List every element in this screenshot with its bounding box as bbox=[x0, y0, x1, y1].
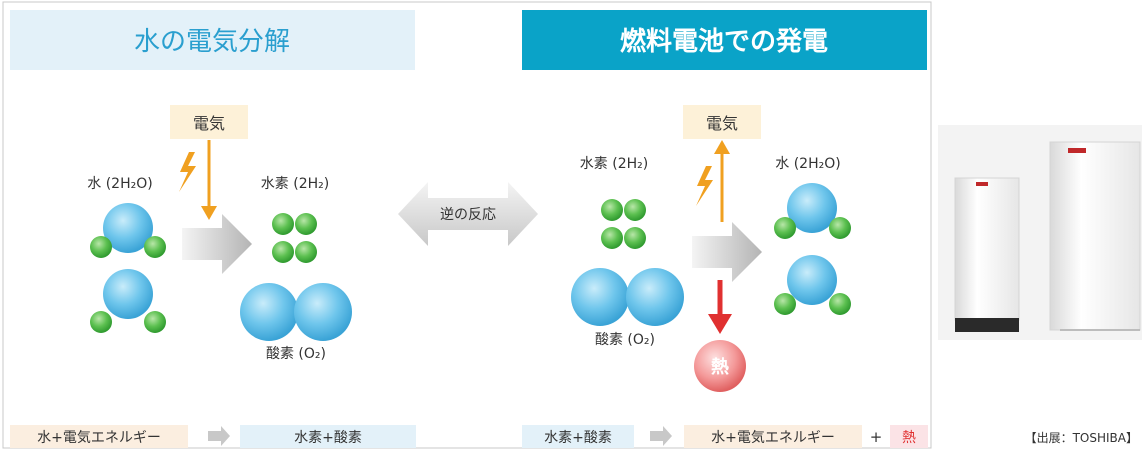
hydrogen-molecule bbox=[601, 199, 646, 221]
eq-left-input-box bbox=[10, 425, 188, 448]
reverse-reaction-arrow bbox=[398, 182, 538, 246]
electrolysis-title: 水の電気分解 bbox=[134, 27, 290, 57]
eq-arrow-icon bbox=[208, 426, 230, 446]
heat-circle bbox=[694, 340, 746, 392]
oxygen-molecule bbox=[240, 283, 352, 341]
eq-left-output: 水素+酸素 bbox=[294, 430, 362, 446]
oxygen-molecule bbox=[571, 268, 684, 326]
electrolysis-water-label: 水 (2H₂O) bbox=[87, 176, 152, 192]
fuel-cell-water-label: 水 (2H₂O) bbox=[775, 156, 840, 172]
water-molecule bbox=[774, 183, 851, 239]
eq-right-output: 水+電気エネルギー bbox=[711, 430, 835, 446]
fuel-cell-title-bar bbox=[522, 10, 927, 70]
lightning-icon bbox=[179, 152, 196, 192]
fuel-cell-unit-photo bbox=[938, 125, 1142, 340]
water-molecule bbox=[774, 255, 851, 315]
eq-heat-box bbox=[890, 425, 928, 448]
electrolysis-title-bar bbox=[10, 10, 415, 70]
water-molecule bbox=[90, 203, 166, 258]
source-caption: 【出展：TOSHIBA】 bbox=[1025, 431, 1138, 445]
heat-down-arrow-head bbox=[708, 314, 732, 334]
eq-heat: 熱 bbox=[902, 430, 916, 446]
hydrogen-molecule bbox=[272, 213, 317, 235]
electrolysis-electricity-box bbox=[170, 105, 248, 139]
electricity-up-arrow-head bbox=[714, 140, 730, 154]
hydrogen-molecule bbox=[601, 227, 646, 249]
fuel-cell-title: 燃料電池での発電 bbox=[620, 27, 828, 57]
eq-plus: + bbox=[870, 428, 883, 446]
eq-arrow-icon bbox=[650, 426, 672, 446]
fuel-cell-oxygen-label: 酸素 (O₂) bbox=[595, 332, 655, 348]
fuel-cell-hydrogen-label: 水素 (2H₂) bbox=[580, 156, 648, 172]
eq-left-input: 水+電気エネルギー bbox=[37, 430, 161, 446]
electrolysis-hydrogen-label: 水素 (2H₂) bbox=[261, 176, 329, 192]
water-molecule bbox=[90, 269, 166, 333]
hydrogen-molecule bbox=[272, 241, 317, 263]
reaction-arrow bbox=[182, 214, 252, 274]
reverse-reaction-label: 逆の反応 bbox=[440, 207, 496, 223]
eq-right-input: 水素+酸素 bbox=[544, 430, 612, 446]
fuel-cell-electricity-box bbox=[683, 105, 761, 139]
electrolysis-electricity-label: 電気 bbox=[193, 114, 225, 133]
reaction-arrow bbox=[692, 222, 762, 282]
electrolysis-oxygen-label: 酸素 (O₂) bbox=[266, 346, 326, 362]
electricity-down-arrow-head bbox=[201, 206, 217, 220]
fuel-cell-electricity-label: 電気 bbox=[706, 114, 738, 133]
eq-right-output-box bbox=[684, 425, 862, 448]
eq-right-input-box bbox=[522, 425, 634, 448]
eq-left-output-box bbox=[240, 425, 416, 448]
heat-label: 熱 bbox=[711, 356, 729, 378]
lightning-icon bbox=[696, 166, 713, 206]
